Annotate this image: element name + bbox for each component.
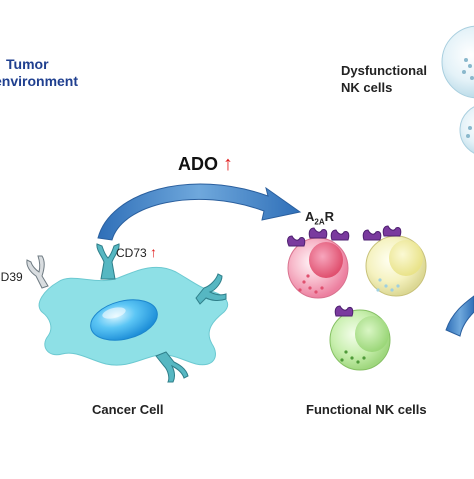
cd39-label: CD39 [0, 270, 23, 284]
dysfunctional-label-line1: Dysfunctional [341, 63, 427, 78]
nk-cell-pink [287, 237, 349, 299]
dysfunctional-label-line2: NK cells [341, 80, 393, 95]
cd73-enzyme-bottom-icon [155, 351, 189, 383]
ado-up-arrow-icon: ↑ [223, 153, 234, 175]
cd73-up-arrow-icon: ↑ [150, 244, 158, 260]
a2a-receptor-green-icon [334, 305, 354, 317]
right-arrow-icon [445, 295, 474, 337]
a2ar-main: A [305, 209, 315, 224]
dysfunctional-nk-cell-bottom [459, 106, 474, 154]
environment-label-line2: environment [0, 73, 79, 89]
cancer-cell [38, 266, 229, 366]
cd73-text: CD73 [116, 246, 147, 260]
environment-label-line1: Tumor [6, 56, 49, 72]
cancer-cell-label: Cancer Cell [92, 402, 164, 417]
a2ar-suffix: R [324, 209, 335, 224]
cd73-label: CD73 ↑ [116, 244, 157, 260]
cd73-enzyme-icon [96, 243, 120, 280]
curved-arrow-icon [97, 183, 302, 241]
cd73-enzyme-right-icon [195, 273, 227, 305]
ado-label: ADO ↑ [178, 153, 233, 176]
functional-nk-cells-label: Functional NK cells [306, 402, 427, 417]
nk-cell-green [329, 309, 391, 371]
dysfunctional-nk-cell-top [441, 25, 474, 99]
cd39-enzyme-icon [26, 255, 49, 289]
a2ar-sub: 2A [314, 217, 325, 227]
a2a-receptor-yellow-icon [362, 225, 402, 241]
nk-cell-yellow [365, 235, 427, 297]
a2ar-label: A2AR [305, 208, 334, 231]
ado-text: ADO [178, 154, 218, 174]
cancer-nucleus [90, 299, 158, 341]
a2a-receptor-icon [287, 227, 350, 247]
